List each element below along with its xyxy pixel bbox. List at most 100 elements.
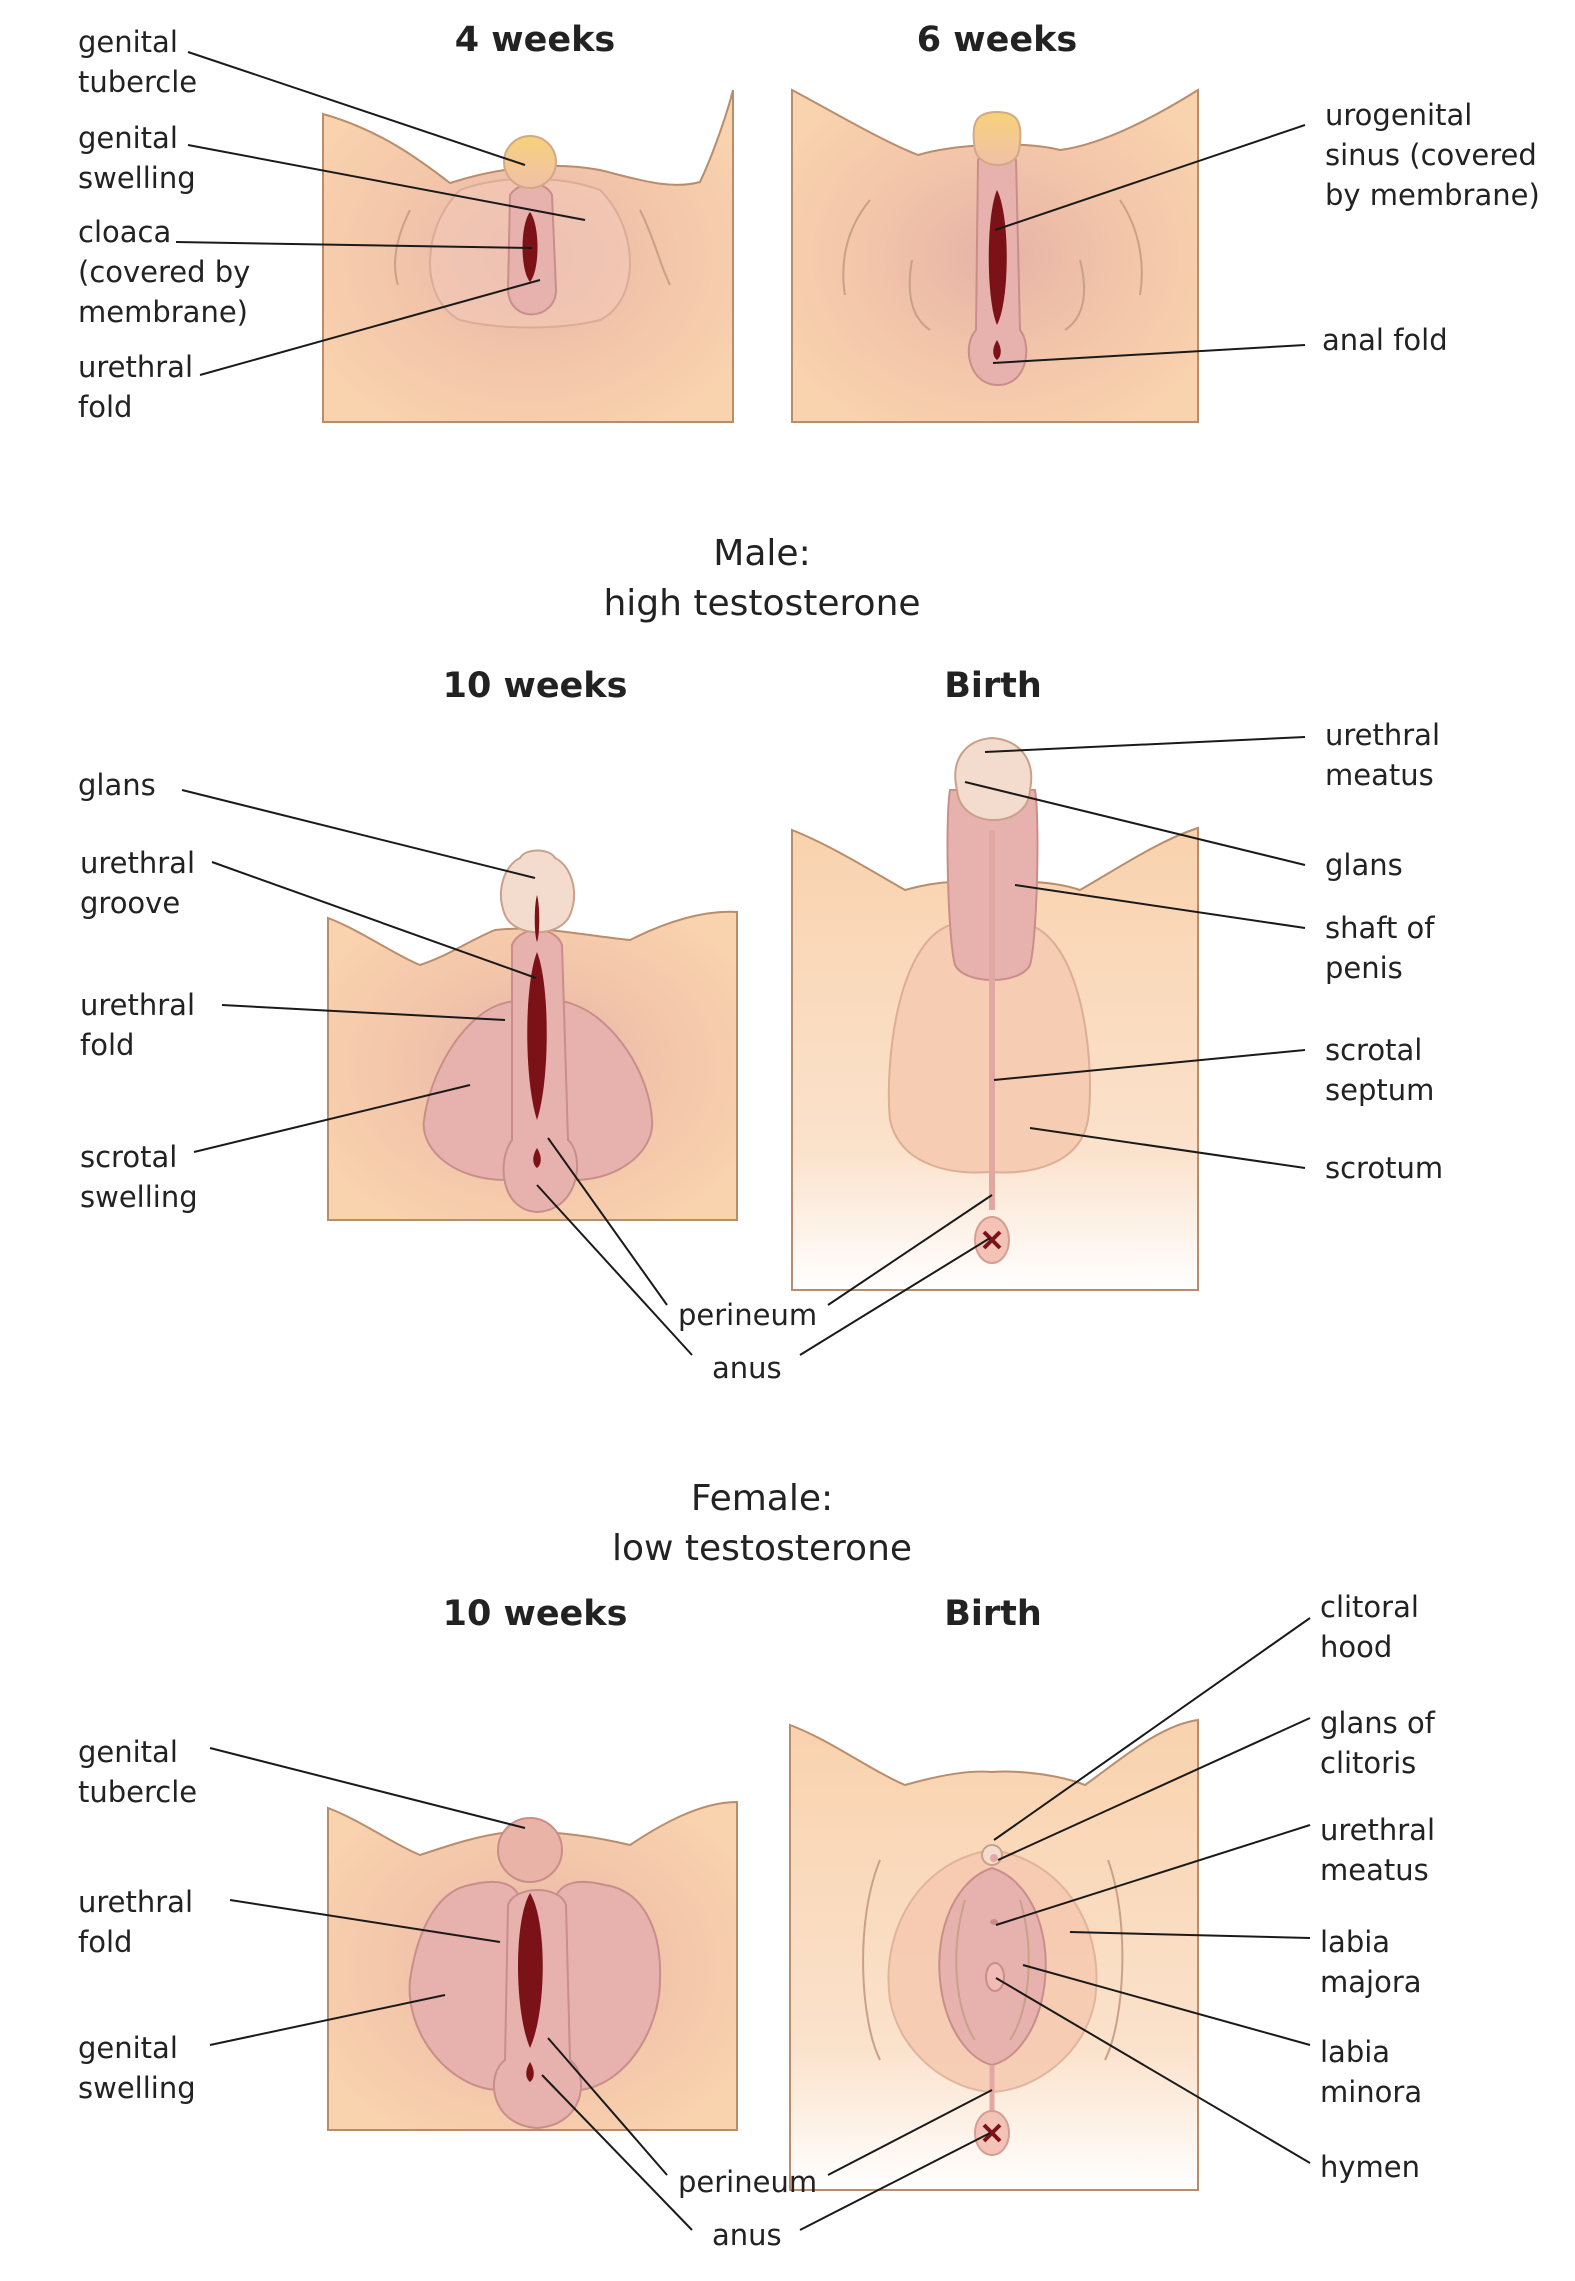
label-line: perineum: [678, 1298, 817, 1332]
title-female-birth: Birth: [944, 1594, 1042, 1634]
label-line: labia: [1320, 2035, 1390, 2069]
title-4-weeks: 4 weeks: [455, 20, 615, 60]
label-line: scrotal: [80, 1140, 177, 1174]
urethral-groove-m10: [534, 895, 540, 942]
label-line: clitoris: [1320, 1746, 1416, 1780]
leader-urogenital-sinus-6w: [994, 124, 1306, 231]
label-line: hood: [1320, 1630, 1392, 1664]
anus-mark-fb-b: [982, 2123, 1002, 2143]
label-anus-female: anus: [712, 2218, 782, 2252]
panel-6-weeks: [791, 88, 1199, 423]
hymen-fb: [985, 1962, 1005, 1992]
label-line: shaft of: [1325, 911, 1435, 945]
leader-labia-minora-fb: [1022, 1964, 1311, 2046]
label-line: genital: [78, 25, 178, 59]
label-line: fold: [78, 1925, 132, 1959]
label-anus-male: anus: [712, 1351, 782, 1385]
label-line: urethral: [78, 350, 193, 384]
label-line: membrane): [78, 295, 248, 329]
leader-scrotal-septum-mb: [993, 1049, 1306, 1081]
label-line: meatus: [1325, 758, 1434, 792]
leader-perineum-f10: [547, 2037, 668, 2176]
label-scrotal-swelling-m10: scrotal swelling: [80, 1140, 198, 1214]
fold-line-left-6w: [908, 259, 931, 331]
label-genital-tubercle-4w: genital tubercle: [78, 25, 197, 99]
panel-4-weeks: [322, 89, 734, 423]
anal-opening-f10: [526, 2062, 534, 2082]
crease-right-6w: [1119, 199, 1143, 296]
leader-shaft-mb: [1014, 884, 1306, 929]
label-line: low testosterone: [612, 1528, 912, 1569]
title-male-birth: Birth: [944, 666, 1042, 706]
leader-urethral-fold-4w: [199, 279, 541, 376]
leader-anus-mb: [799, 1237, 991, 1356]
leader-perineum-mb: [827, 1194, 993, 1306]
label-line: scrotal: [1325, 1033, 1422, 1067]
label-line: anus: [712, 1351, 782, 1385]
outer-crease-left-fb: [862, 1859, 881, 2061]
leader-urethral-meatus-mb: [984, 736, 1306, 753]
label-line: minora: [1320, 2075, 1422, 2109]
leader-anal-fold-6w: [992, 344, 1306, 364]
label-hymen-fb: hymen: [1320, 2150, 1420, 2184]
label-line: scrotum: [1325, 1151, 1443, 1185]
label-line: fold: [80, 1028, 134, 1062]
label-line: swelling: [80, 1180, 198, 1214]
glans-clitoris-fb: [990, 1854, 998, 1862]
leader-urethral-meatus-fb: [995, 1824, 1311, 1926]
label-line: fold: [78, 390, 132, 424]
label-line: by membrane): [1325, 178, 1540, 212]
label-shaft-mb: shaft of penis: [1325, 911, 1435, 985]
label-labia-majora-fb: labia majora: [1320, 1925, 1422, 1999]
leader-genital-tubercle-f10: [209, 1747, 526, 1829]
leader-genital-swelling-f10: [209, 1994, 446, 2046]
title-6-weeks: 6 weeks: [917, 20, 1077, 60]
label-line: anus: [712, 2218, 782, 2252]
label-line: majora: [1320, 1965, 1422, 1999]
inner-crease-right-fb: [1009, 1899, 1030, 2041]
label-perineum-male: perineum: [678, 1298, 817, 1332]
label-line: glans: [78, 768, 156, 802]
outer-crease-right-fb: [1104, 1859, 1124, 2061]
leader-scrotum-mb: [1029, 1127, 1306, 1169]
label-line: anal fold: [1322, 323, 1448, 357]
label-line: Male:: [713, 533, 810, 574]
leader-lines: [175, 51, 1311, 2231]
leader-clitoral-hood-fb: [993, 1617, 1311, 1841]
label-line: labia: [1320, 1925, 1390, 1959]
label-line: glans of: [1320, 1706, 1436, 1740]
leader-anus-fb: [799, 2132, 991, 2231]
leader-glans-m10: [181, 789, 536, 879]
panel-male-birth: [791, 736, 1199, 1291]
label-perineum-female: perineum: [678, 2165, 817, 2199]
leader-urethral-fold-m10: [221, 1004, 506, 1021]
urethral-fold-slit-f10: [518, 1893, 543, 2048]
label-line: tubercle: [78, 1775, 197, 1809]
title-male-10-weeks: 10 weeks: [443, 666, 628, 706]
label-line: penis: [1325, 951, 1403, 985]
label-line: Female:: [691, 1478, 833, 1519]
panel-male-10-weeks: [327, 849, 738, 1221]
label-line: groove: [80, 886, 180, 920]
genital-tubercle-4w: [503, 135, 557, 189]
genital-tubercle-f10: [497, 1817, 563, 1883]
leader-cloaca-4w: [175, 241, 533, 249]
section-female-heading: Female: low testosterone: [612, 1478, 912, 1569]
inner-crease-left-fb: [955, 1899, 976, 2041]
glans-m10: [500, 849, 575, 934]
label-line: tubercle: [78, 65, 197, 99]
urethral-fold-slit-m10: [527, 952, 547, 1120]
leader-anus-m10: [536, 1184, 693, 1356]
label-line: genital: [78, 2031, 178, 2065]
label-line: sinus (covered: [1325, 138, 1537, 172]
